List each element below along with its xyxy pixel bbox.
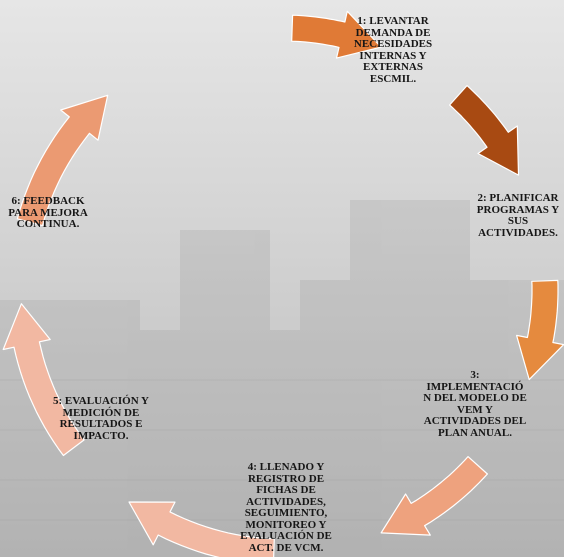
step-2-label: 2: PLANIFICAR PROGRAMAS Y SUS ACTIVIDADE… bbox=[476, 192, 560, 239]
step-4-label: 4: LLENADO Y REGISTRO DE FICHAS DE ACTIV… bbox=[240, 461, 332, 554]
arrow-step-5-icon bbox=[128, 501, 275, 557]
arrow-step-7-icon bbox=[16, 94, 109, 227]
step-6-label: 6: FEEDBACK PARA MEJORA CONTINUA. bbox=[8, 195, 88, 230]
arrow-step-4-icon bbox=[380, 456, 488, 536]
arrow-step-3-icon bbox=[516, 279, 564, 381]
arrow-step-1-icon bbox=[291, 10, 382, 59]
arrow-step-6-icon bbox=[2, 303, 85, 457]
step-1-label: 1: LEVANTAR DEMANDA DE NECESIDADES INTER… bbox=[353, 15, 433, 85]
step-3-label: 3: IMPLEMENTACIÓN DEL MODELO DE VeM Y AC… bbox=[423, 369, 527, 439]
step-5-label: 5: EVALUACIÓN Y MEDICIÓN DE RESULTADOS E… bbox=[53, 395, 149, 442]
arrow-step-2-icon bbox=[449, 85, 520, 176]
